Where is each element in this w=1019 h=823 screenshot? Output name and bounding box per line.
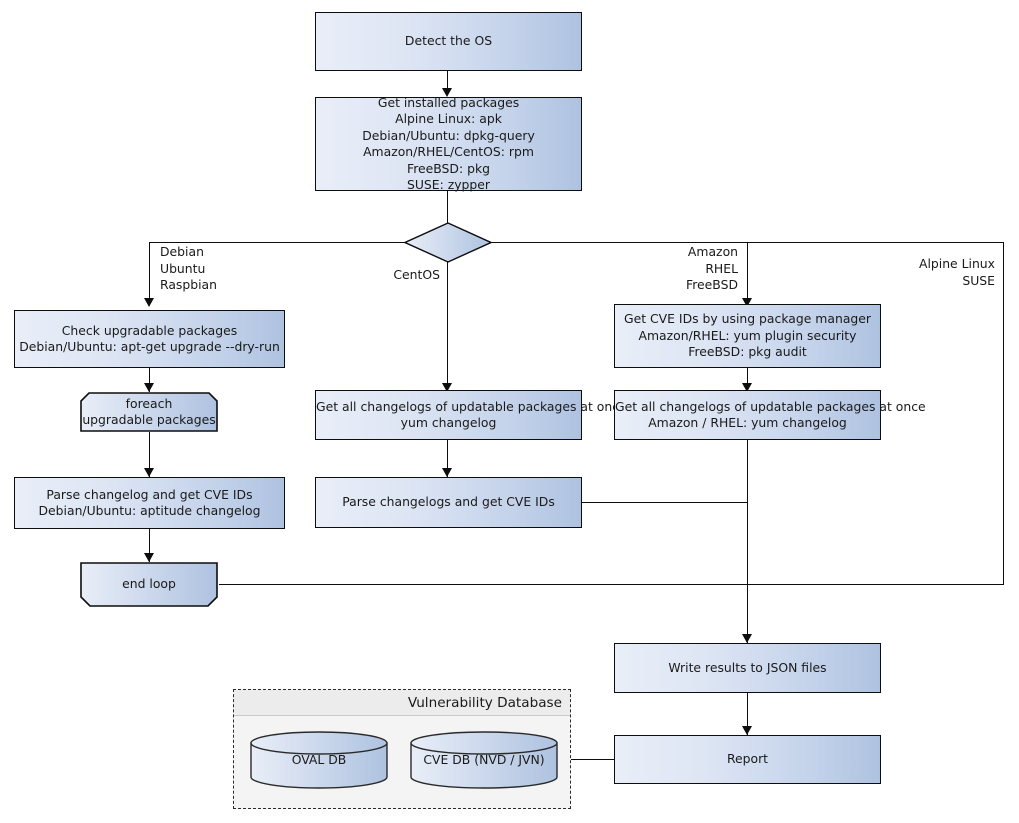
connector-check-to-foreach	[149, 368, 151, 392]
arrow-write-to-report	[742, 726, 752, 735]
connector-packages-to-decision	[447, 191, 449, 223]
node-os-decision[interactable]	[404, 222, 492, 263]
node-parse-changelogs-centos[interactable]: Parse changelogs and get CVE IDs	[315, 477, 582, 528]
connector-branch-bus	[149, 242, 1004, 244]
arrow-branch-debian	[144, 298, 154, 307]
branch-label-centos: CentOS	[393, 267, 440, 282]
arrow-detect-to-packages	[442, 88, 452, 97]
connector-endloop-bus	[219, 584, 1004, 586]
connector-branch-debian	[149, 242, 151, 304]
vulnerability-database-title-bar: Vulnerability Database	[234, 690, 570, 716]
connector-main-down-to-write	[747, 440, 749, 650]
connector-vulndb-to-report	[570, 759, 616, 761]
arrow-changelogs-to-parse-centos	[442, 468, 452, 477]
arrow-cveids-to-changelogs	[742, 383, 752, 392]
node-detect-os[interactable]: Detect the OS	[315, 12, 582, 71]
arrow-check-to-foreach	[144, 383, 154, 392]
node-end-loop-label: end loop	[122, 576, 176, 592]
foreach-shape	[80, 392, 218, 432]
arrow-parse-to-endloop	[144, 553, 154, 562]
end-loop-shape	[80, 562, 218, 607]
node-report[interactable]: Report	[614, 735, 881, 784]
node-detect-os-label: Detect the OS	[404, 33, 493, 49]
connector-parse-to-endloop	[149, 529, 151, 562]
node-report-label: Report	[726, 751, 769, 767]
arrow-main-to-write	[742, 634, 752, 643]
cve-db-cylinder[interactable]	[410, 731, 558, 789]
connector-branch-alpine	[1003, 242, 1005, 585]
arrow-branch-amazon	[742, 298, 752, 307]
oval-db-label: OVAL DB	[291, 752, 347, 767]
connector-detect-to-packages	[447, 71, 449, 94]
node-end-loop[interactable]: end loop	[80, 562, 218, 607]
connector-cveids-to-changelogs	[747, 368, 749, 392]
connector-parse-centos-to-main	[582, 502, 748, 504]
arrow-branch-centos	[442, 383, 452, 392]
vulnerability-database-title: Vulnerability Database	[407, 694, 562, 711]
connector-write-to-report	[747, 693, 749, 735]
connector-foreach-to-parse	[149, 432, 151, 477]
connector-changelogs-to-parse-centos	[447, 440, 449, 477]
node-changelogs-centos-label: Get all changelogs of updatable packages…	[316, 398, 627, 431]
connector-branch-amazon	[747, 242, 749, 304]
node-changelogs-amazon[interactable]: Get all changelogs of updatable packages…	[614, 390, 926, 440]
node-parse-changelogs-centos-label: Parse changelogs and get CVE IDs	[342, 494, 555, 510]
cve-db-label: CVE DB (NVD / JVN)	[423, 752, 545, 767]
arrow-foreach-to-parse	[144, 468, 154, 477]
connector-branch-centos	[447, 261, 449, 389]
node-write-results[interactable]: Write results to JSON files	[614, 643, 881, 693]
node-write-results-label: Write results to JSON files	[668, 659, 827, 675]
node-changelogs-centos[interactable]: Get all changelogs of updatable packages…	[315, 390, 627, 440]
node-changelogs-amazon-label: Get all changelogs of updatable packages…	[615, 398, 926, 431]
oval-db-cylinder[interactable]	[250, 731, 388, 789]
